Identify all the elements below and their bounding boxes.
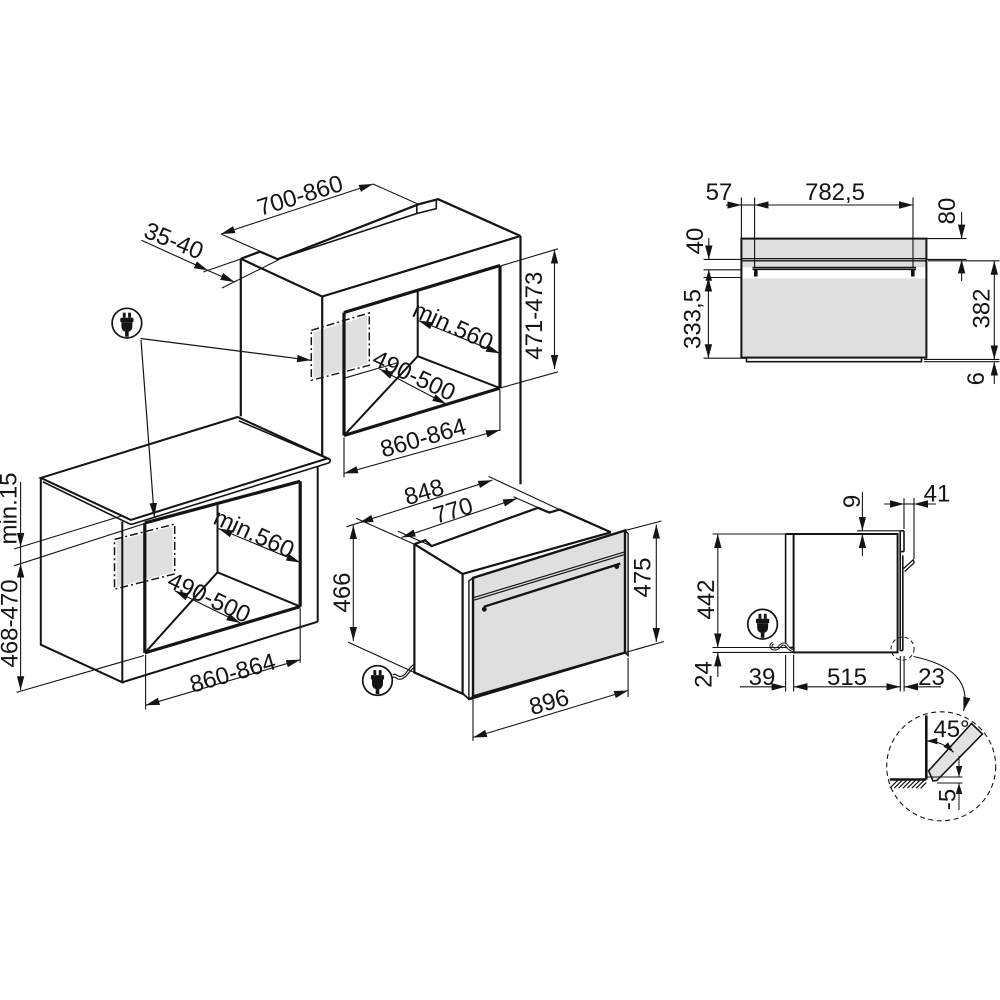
- svg-text:782,5: 782,5: [805, 179, 865, 206]
- svg-text:466: 466: [329, 572, 356, 612]
- svg-text:442: 442: [693, 579, 720, 619]
- svg-text:333,5: 333,5: [680, 289, 707, 349]
- svg-text:6: 6: [963, 372, 990, 385]
- svg-text:41: 41: [924, 481, 951, 508]
- svg-text:min.15: min.15: [0, 472, 23, 544]
- svg-text:468-470: 468-470: [0, 579, 24, 667]
- svg-text:39: 39: [749, 664, 776, 691]
- svg-text:40: 40: [682, 228, 709, 255]
- svg-text:9: 9: [839, 495, 866, 508]
- svg-text:475: 475: [630, 557, 657, 597]
- svg-text:23: 23: [918, 664, 945, 691]
- svg-text:382: 382: [969, 288, 996, 328]
- svg-text:57: 57: [706, 179, 733, 206]
- svg-text:471-473: 471-473: [521, 272, 548, 360]
- svg-text:-5: -5: [935, 789, 962, 810]
- svg-text:515: 515: [827, 664, 867, 691]
- svg-text:24: 24: [691, 661, 718, 688]
- svg-text:80: 80: [934, 198, 961, 225]
- svg-text:45°: 45°: [933, 716, 969, 743]
